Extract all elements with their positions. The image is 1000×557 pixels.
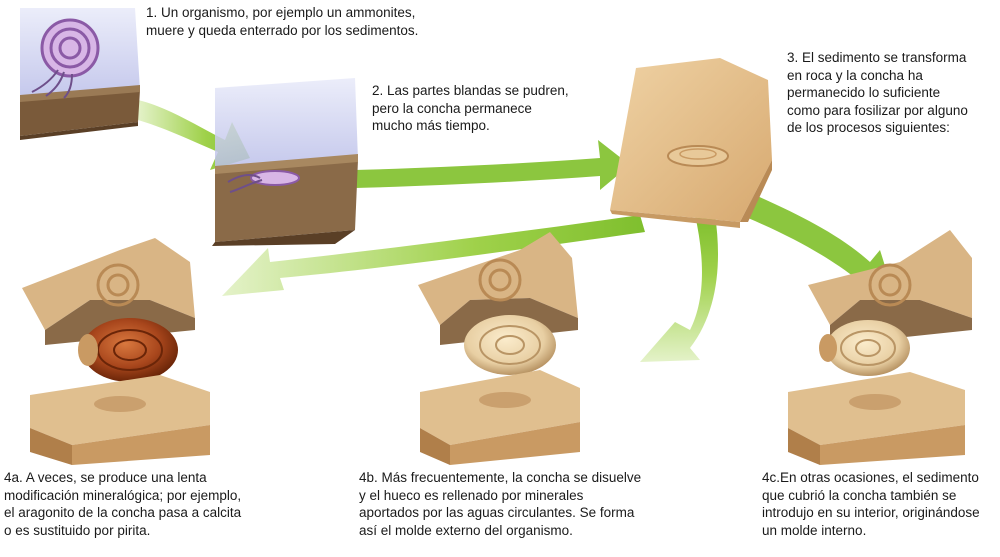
pyrite-shell-icon <box>78 318 178 382</box>
step4b-caption: 4b. Más frecuentemente, la concha se dis… <box>359 470 642 538</box>
step2-water-block <box>212 78 358 246</box>
step4c-caption: 4c.En otras ocasiones, el sedimento que … <box>762 470 980 538</box>
arrow-step2-to-step3 <box>355 140 630 190</box>
step4a-rock-bottom <box>30 375 210 465</box>
decaying-ammonite-icon <box>227 170 300 193</box>
step2-caption: 2. Las partes blandas se pudren, pero la… <box>372 83 569 133</box>
external-mold-shell-icon <box>464 315 556 375</box>
step1-caption: 1. Un organismo, por ejemplo un ammonite… <box>146 5 419 38</box>
internal-mold-shell-icon <box>819 320 910 376</box>
arrow-to-4a <box>222 215 645 296</box>
step4b-rock-bottom <box>420 370 580 465</box>
fossil-shell-in-rock-icon <box>667 145 729 167</box>
step3-rock-block <box>610 58 772 228</box>
step3-caption: 3. El sedimento se transforma en roca y … <box>787 50 968 135</box>
step4a-caption: 4a. A veces, se produce una lenta modifi… <box>4 470 242 538</box>
arrow-to-4b <box>640 215 719 362</box>
step4c-rock-bottom <box>788 372 965 465</box>
arrow-to-4c <box>748 195 895 298</box>
ammonite-icon <box>31 18 100 99</box>
